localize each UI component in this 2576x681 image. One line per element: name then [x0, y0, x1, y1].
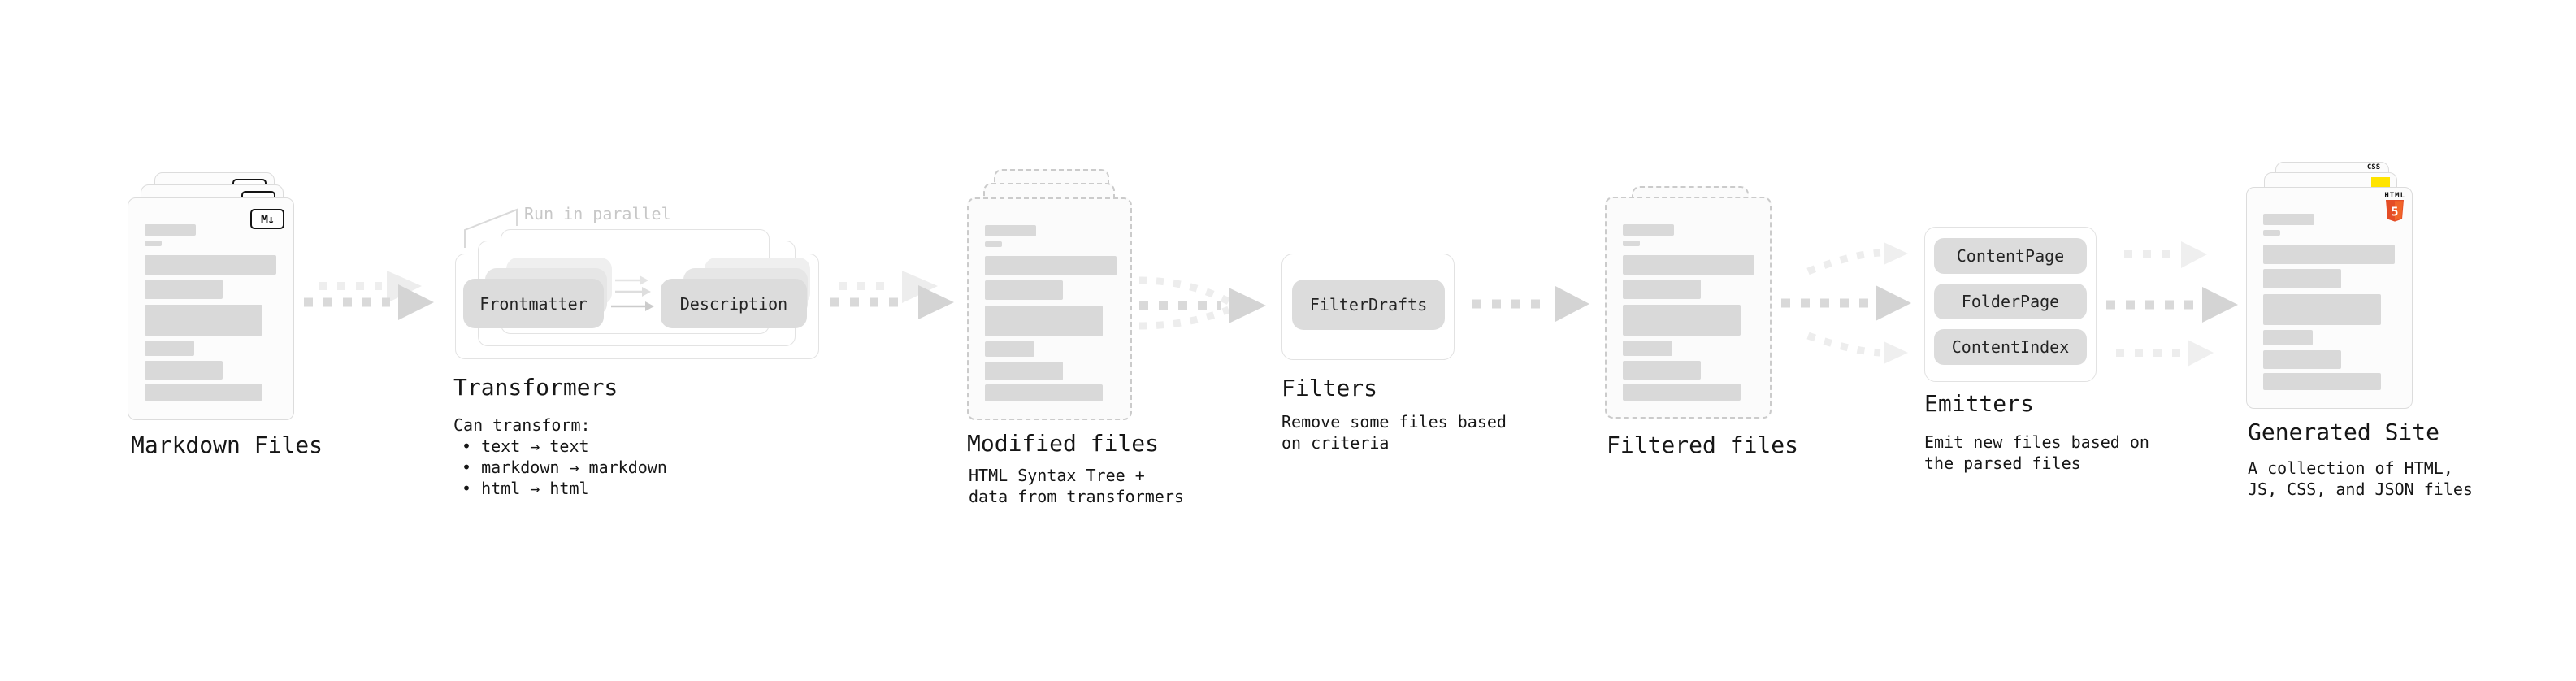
desc-line: A collection of HTML,	[2248, 458, 2453, 478]
skeleton-bar	[2263, 214, 2314, 225]
skeleton-bar	[985, 306, 1103, 336]
skeleton-bar	[145, 255, 276, 275]
skeleton-bar	[145, 361, 223, 380]
skeleton-bar	[985, 384, 1103, 401]
stage-title-filtered-files: Filtered files	[1607, 432, 1799, 458]
css-label: CSS	[2366, 163, 2381, 171]
stage-title-markdown-files: Markdown Files	[131, 432, 323, 458]
desc-line: Remove some files based	[1281, 412, 1507, 432]
transformers-box-layer-front	[455, 254, 819, 359]
skeleton-bar	[2263, 330, 2313, 345]
modified-file-front	[967, 197, 1132, 420]
stage-title-modified-files: Modified files	[967, 430, 1160, 457]
skeleton-bar	[1623, 305, 1741, 336]
desc-line: Can transform:	[453, 415, 591, 435]
contentindex-pill: ContentIndex	[1934, 329, 2087, 365]
transformers-description: Can transform: • text → text • markdown …	[453, 414, 667, 499]
skeleton-bar	[985, 256, 1117, 275]
skeleton-bar	[145, 305, 262, 336]
skeleton-bar	[2263, 245, 2395, 264]
arrow-filtered-to-emitters	[1781, 242, 1911, 364]
skeleton-bar	[145, 384, 262, 401]
skeleton-bar	[145, 224, 196, 236]
skeleton-bar	[2263, 373, 2381, 390]
stage-title-filters: Filters	[1281, 375, 1378, 401]
skeleton-bar	[1623, 280, 1701, 299]
stage-title-emitters: Emitters	[1924, 390, 2034, 417]
js-icon	[2371, 177, 2390, 188]
desc-line: HTML Syntax Tree +	[969, 466, 1145, 485]
markdown-icon: M↓	[250, 209, 284, 229]
desc-line: • html → html	[462, 479, 589, 498]
contentpage-pill: ContentPage	[1934, 238, 2087, 274]
skeleton-bar	[985, 362, 1063, 380]
generated-file-html: HTML 5	[2246, 187, 2413, 409]
desc-line: • markdown → markdown	[462, 458, 667, 477]
frontmatter-pill: Frontmatter	[463, 279, 604, 328]
stage-title-transformers: Transformers	[453, 374, 618, 401]
desc-line: Emit new files based on	[1924, 432, 2149, 452]
generated-site-description: A collection of HTML, JS, CSS, and JSON …	[2248, 458, 2473, 500]
arrow-emitters-to-generated	[2106, 241, 2238, 367]
skeleton-bar	[1623, 241, 1640, 246]
skeleton-bar	[1623, 361, 1701, 380]
skeleton-bar	[145, 340, 194, 356]
html5-number: 5	[2392, 205, 2399, 219]
desc-line: • text → text	[462, 436, 589, 456]
skeleton-bar	[2263, 350, 2341, 369]
skeleton-bar	[1623, 340, 1672, 356]
html5-label: HTML	[2384, 192, 2405, 200]
run-in-parallel-note: Run in parallel	[524, 204, 671, 223]
skeleton-bar	[145, 241, 162, 246]
emitters-description: Emit new files based on the parsed files	[1924, 432, 2149, 474]
skeleton-bar	[985, 225, 1036, 236]
markdown-file-front: M↓	[128, 197, 294, 420]
arrow-transformers-to-modified	[830, 271, 954, 319]
filters-description: Remove some files based on criteria	[1281, 411, 1507, 453]
filtered-file-front	[1605, 197, 1772, 419]
skeleton-bar	[985, 341, 1034, 357]
description-pill: Description	[661, 279, 807, 328]
skeleton-bar	[1623, 224, 1674, 236]
skeleton-bar	[985, 241, 1002, 247]
skeleton-bar	[145, 280, 223, 299]
skeleton-bar	[2263, 294, 2381, 325]
modified-files-description: HTML Syntax Tree + data from transformer…	[969, 465, 1184, 507]
desc-line: the parsed files	[1924, 453, 2081, 473]
desc-line: JS, CSS, and JSON files	[2248, 479, 2473, 499]
skeleton-bar	[2263, 230, 2280, 236]
skeleton-bar	[2263, 269, 2341, 288]
html5-shield: 5	[2386, 200, 2405, 222]
arrow-modified-to-filters	[1138, 276, 1266, 330]
skeleton-bar	[1623, 384, 1741, 401]
filterdrafts-pill: FilterDrafts	[1292, 280, 1445, 330]
desc-line: data from transformers	[969, 487, 1184, 506]
folderpage-pill: FolderPage	[1934, 284, 2087, 319]
html5-icon: HTML 5	[2384, 192, 2405, 226]
skeleton-bar	[1623, 255, 1754, 275]
skeleton-bar	[985, 280, 1063, 300]
desc-line: on criteria	[1281, 433, 1390, 453]
stage-title-generated-site: Generated Site	[2248, 419, 2440, 445]
arrow-markdown-to-transformers	[304, 271, 434, 320]
arrow-filters-to-filtered	[1472, 286, 1589, 322]
